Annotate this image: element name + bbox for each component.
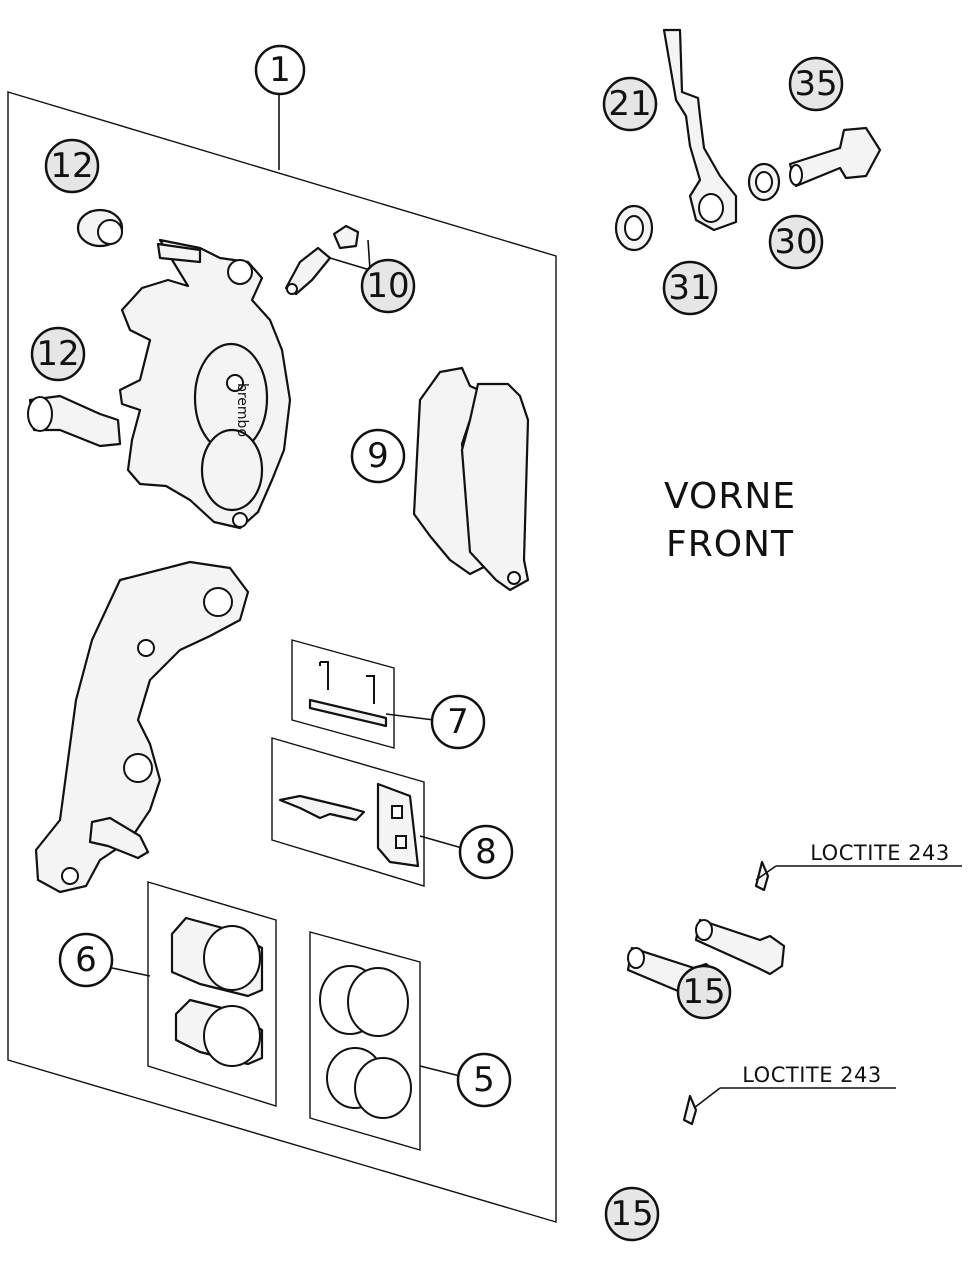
svg-text:10: 10 [366, 266, 409, 306]
pad-pins [308, 661, 388, 728]
callout-9: 9 [350, 428, 406, 484]
callout-15-lower: 15 [604, 1186, 660, 1242]
leader-8 [419, 835, 463, 849]
panel-pins [291, 639, 395, 749]
piston-seals [319, 965, 412, 1119]
svg-text:7: 7 [447, 702, 469, 742]
panel-seals [309, 931, 421, 1151]
svg-text:1: 1 [269, 50, 291, 90]
callout-8: 8 [458, 824, 514, 880]
svg-text:15: 15 [610, 1194, 653, 1234]
caliper-bracket [34, 560, 250, 894]
cap-plug [76, 208, 124, 248]
pistons [170, 916, 264, 1067]
svg-text:12: 12 [36, 334, 79, 374]
brake-hose [662, 28, 738, 232]
callout-30: 30 [768, 214, 824, 270]
brand-logo: brembo [234, 383, 250, 437]
brake-pads [412, 366, 530, 592]
front-label-line1: VORNE [664, 476, 796, 517]
leader-5 [419, 1065, 461, 1077]
washer-30 [747, 162, 781, 202]
callout-6: 6 [58, 932, 114, 988]
callout-7: 7 [430, 694, 486, 750]
panel-spring [271, 737, 425, 887]
callout-10: 10 [360, 258, 416, 314]
panel-pistons [147, 881, 277, 1107]
callout-35: 35 [788, 56, 844, 112]
callout-5: 5 [456, 1052, 512, 1108]
pad-spring [278, 782, 420, 868]
leader-6 [111, 967, 151, 977]
front-label-line2: FRONT [666, 524, 794, 565]
assembly-panel [7, 91, 557, 1223]
svg-text:6: 6 [75, 940, 97, 980]
brake-caliper: brembo [118, 238, 292, 530]
svg-text:30: 30 [774, 222, 817, 262]
svg-text:31: 31 [668, 268, 711, 308]
svg-text:8: 8 [475, 832, 497, 872]
svg-text:5: 5 [473, 1060, 495, 1100]
svg-text:35: 35 [794, 64, 837, 104]
svg-text:15: 15 [682, 972, 725, 1012]
callout-31: 31 [662, 260, 718, 316]
callout-1: 1 [254, 44, 306, 96]
bleeder-valve [284, 224, 360, 296]
callout-12-lower: 12 [30, 326, 86, 382]
leader-7 [385, 713, 435, 721]
loctite-label-upper: LOCTITE 243 [810, 841, 950, 865]
callout-12-upper: 12 [44, 138, 100, 194]
washer-31 [614, 204, 654, 252]
banjo-bolt [788, 126, 882, 188]
callout-15-upper: 15 [676, 964, 732, 1020]
svg-text:12: 12 [50, 146, 93, 186]
bolt-15-upper [694, 860, 786, 976]
callout-21: 21 [602, 76, 658, 132]
guide-pin [27, 394, 122, 448]
loctite-label-lower: LOCTITE 243 [742, 1063, 882, 1087]
svg-text:21: 21 [608, 84, 651, 124]
svg-text:9: 9 [367, 436, 389, 476]
